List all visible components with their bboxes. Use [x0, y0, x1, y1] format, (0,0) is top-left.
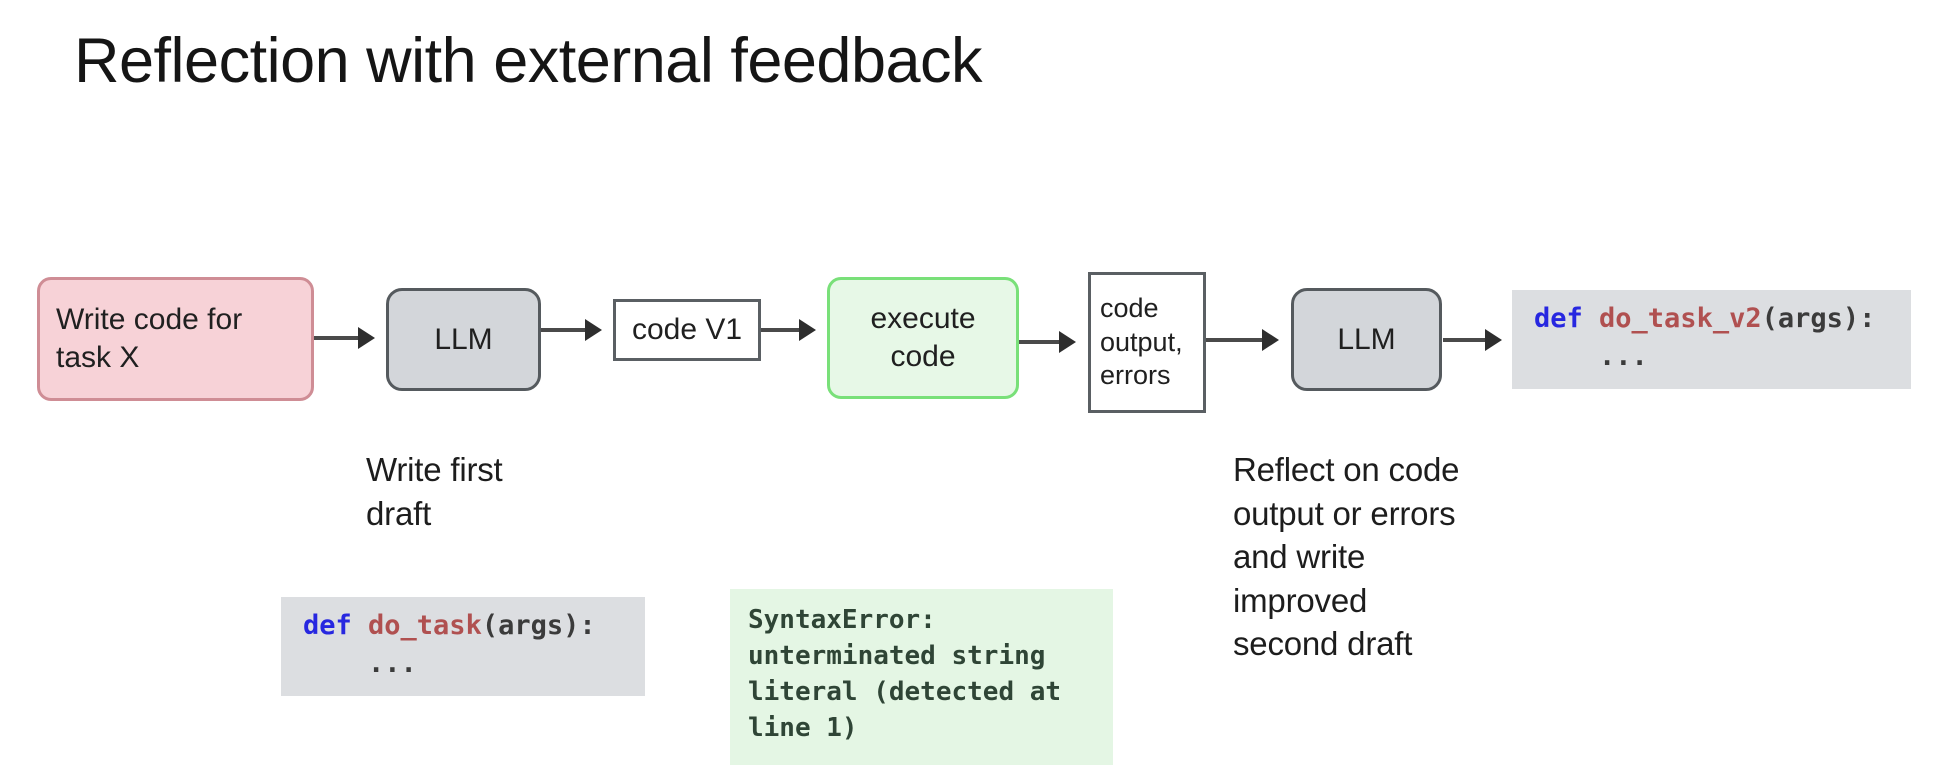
flow-node-prompt: Write code for task X: [37, 277, 314, 401]
flow-node-execute-code: execute code: [827, 277, 1019, 399]
arrow-right-icon-prompt-to-llm: [314, 336, 372, 340]
code-function-name: do_task: [368, 610, 482, 641]
arrow-right-icon-llm-to-codev2: [1443, 338, 1499, 342]
arrow-right-icon-codev1-to-execute: [761, 328, 813, 332]
code-keyword-def: def: [1534, 303, 1600, 334]
error-output-block: SyntaxError: unterminated string literal…: [730, 589, 1113, 765]
code-body-ellipsis: ...: [303, 648, 417, 680]
flow-node-execute-code-label: execute code: [870, 302, 976, 373]
flow-node-prompt-label: Write code for task X: [56, 303, 243, 374]
flow-node-code-output-errors: code output, errors: [1088, 272, 1206, 413]
code-args: (args):: [1761, 303, 1876, 334]
code-function-name: do_task_v2: [1599, 303, 1762, 334]
page-title: Reflection with external feedback: [74, 26, 983, 96]
code-body-ellipsis: ...: [1534, 341, 1648, 373]
code-keyword-def: def: [303, 610, 369, 641]
flow-node-llm-second-label: LLM: [1337, 322, 1396, 356]
arrow-right-icon-output-to-llm: [1206, 338, 1276, 342]
code-args: (args):: [481, 610, 596, 641]
flow-node-code-v1: code V1: [613, 299, 761, 361]
code-snippet-first-draft: def do_task(args): ...: [281, 597, 645, 696]
arrow-right-icon-llm-to-codev1: [541, 328, 599, 332]
flow-node-code-output-errors-label: code output, errors: [1100, 293, 1183, 391]
flow-node-llm-first: LLM: [386, 288, 541, 391]
caption-write-first-draft: Write first draft: [366, 451, 503, 532]
code-snippet-second-draft: def do_task_v2(args): ...: [1512, 290, 1911, 389]
flow-node-llm-first-label: LLM: [434, 322, 493, 356]
caption-reflect-on-code: Reflect on code output or errors and wri…: [1233, 451, 1460, 663]
flow-node-code-v1-label: code V1: [631, 313, 743, 347]
arrow-right-icon-execute-to-output: [1019, 340, 1073, 344]
flow-node-llm-second: LLM: [1291, 288, 1442, 391]
